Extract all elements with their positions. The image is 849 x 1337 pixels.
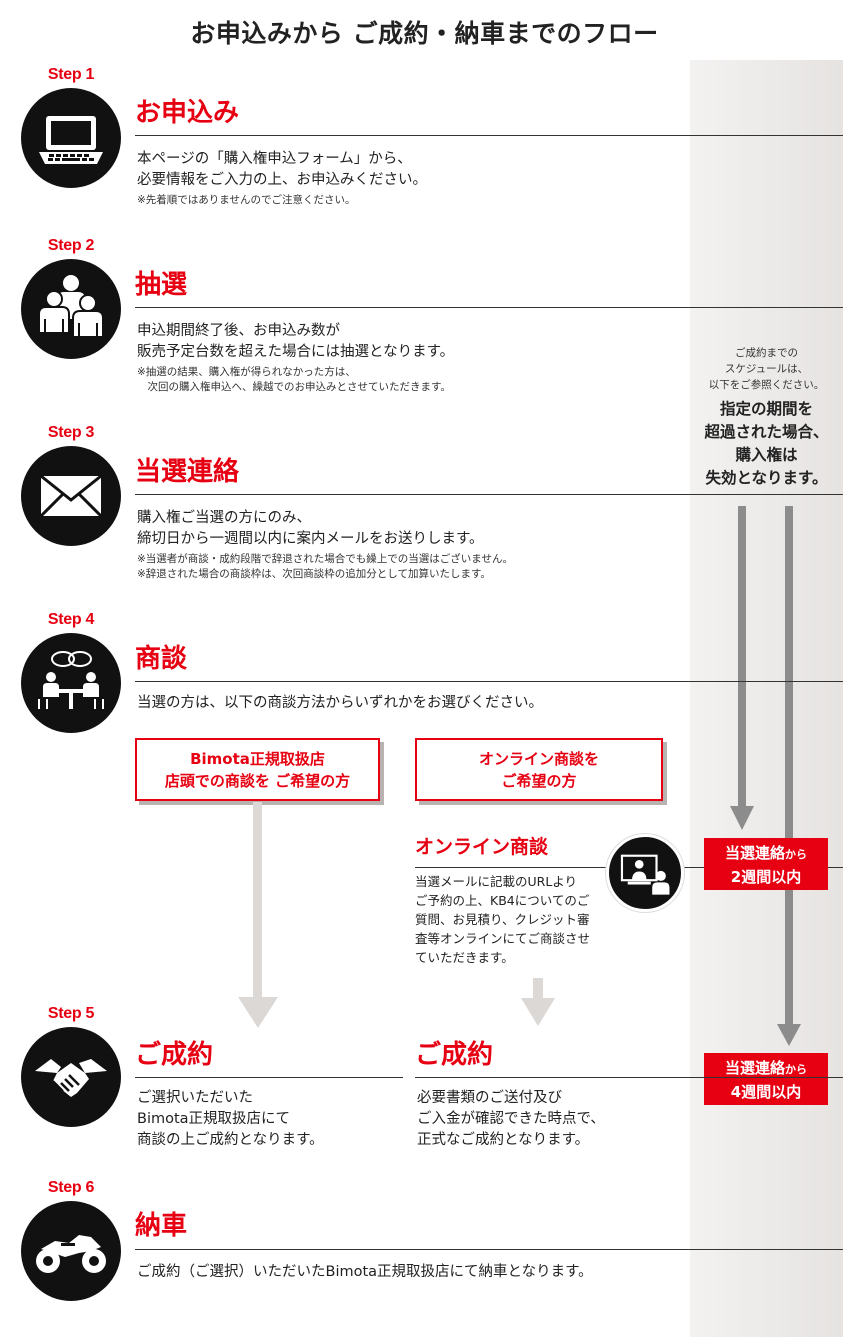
step-2-circle	[21, 259, 121, 359]
step-1-label: Step 1	[47, 66, 95, 83]
video-call-icon	[620, 854, 670, 895]
step-3-text: 購入権ご当選の方にのみ、 締切日から一週間以内に案内メールをお送りします。	[137, 510, 484, 547]
flow-arrow-online	[521, 978, 555, 1026]
step-6-text: ご成約（ご選択）いただいたBimota正規取扱店にて納車となります。	[137, 1264, 593, 1280]
step-6-heading: 納車	[135, 1211, 188, 1241]
option-online-negotiation: オンライン商談を ご希望の方	[415, 738, 663, 801]
step-1-divider	[135, 135, 843, 136]
step-4-heading: 商談	[135, 644, 188, 674]
page-title: お申込みから ご成約・納車までのフロー	[190, 19, 659, 48]
step-5-circle	[21, 1027, 121, 1127]
contract-online-heading: ご成約	[415, 1040, 494, 1070]
schedule-side-panel	[690, 60, 843, 1337]
deadline-4weeks-badge: 当選連絡から 4週間以内	[704, 1053, 828, 1105]
step-5-label: Step 5	[47, 1005, 95, 1022]
side-expiry-note: 指定の期間を 超過された場合、 購入権は 失効となります。	[704, 400, 829, 487]
step-4-divider	[135, 681, 843, 682]
online-circle	[606, 834, 684, 912]
laptop-icon	[39, 116, 103, 164]
step-2-text: 申込期間終了後、お申込み数が 販売予定台数を超えた場合には抽選となります。	[137, 323, 455, 360]
step-6-divider	[135, 1249, 843, 1250]
timeline-arrow-2weeks	[738, 506, 746, 806]
contract-store-text: ご選択いただいた Bimota正規取扱店にて 商談の上ご成約となります。	[137, 1090, 324, 1148]
motorcycle-icon	[36, 1235, 106, 1273]
contract-online-text: 必要書類のご送付及び ご入金が確認できた時点で、 正式なご成約となります。	[417, 1090, 605, 1148]
people-icon	[38, 275, 104, 338]
side-schedule-note: ご成約までの スケジュールは、 以下をご参照ください。	[708, 347, 825, 391]
step-6-label: Step 6	[47, 1179, 95, 1196]
step-1-note: ※先着順ではありませんのでご注意ください。	[137, 194, 356, 206]
flow-arrow-store	[238, 802, 278, 1028]
online-heading: オンライン商談	[415, 836, 549, 858]
contract-store-divider	[135, 1077, 403, 1078]
step-3-divider	[135, 494, 843, 495]
step-4-circle	[21, 633, 121, 733]
timeline-arrow-4weeks	[785, 506, 793, 1024]
contract-store-heading: ご成約	[135, 1040, 214, 1070]
step-1-heading: お申込み	[135, 98, 240, 128]
step-3-circle	[21, 446, 121, 546]
step-2-label: Step 2	[47, 237, 95, 254]
online-text: 当選メールに記載のURLより ご予約の上、KB4についてのご 質問、お見積り、ク…	[415, 874, 591, 965]
deadline-2weeks-badge: 当選連絡から 2週間以内	[704, 838, 828, 890]
step-2-divider	[135, 307, 843, 308]
step-6-circle	[21, 1201, 121, 1301]
step-3-label: Step 3	[47, 424, 95, 441]
option-store-negotiation: Bimota正規取扱店 店頭での商談を ご希望の方	[135, 738, 380, 801]
envelope-icon	[39, 474, 103, 518]
timeline-arrows	[730, 506, 801, 1046]
handshake-icon	[35, 1059, 107, 1097]
step-1-text: 本ページの「購入権申込フォーム」から、 必要情報をご入力の上、お申込みください。	[137, 151, 427, 188]
step-1-circle	[21, 88, 121, 188]
step-3-heading: 当選連絡	[135, 457, 240, 487]
step-2-note: ※抽選の結果、購入権が得られなかった方は、 次回の購入権申込へ、繰越でのお申込み…	[137, 366, 451, 393]
step-3-note: ※当選者が商談・成約段階で辞退された場合でも繰上での当選はございません。 ※辞退…	[137, 553, 513, 580]
step-4-text: 当選の方は、以下の商談方法からいずれかをお選びください。	[137, 695, 543, 711]
step-2-heading: 抽選	[135, 270, 188, 300]
contract-online-divider	[415, 1077, 843, 1078]
step-4-label: Step 4	[47, 611, 95, 628]
meeting-icon	[38, 651, 104, 709]
